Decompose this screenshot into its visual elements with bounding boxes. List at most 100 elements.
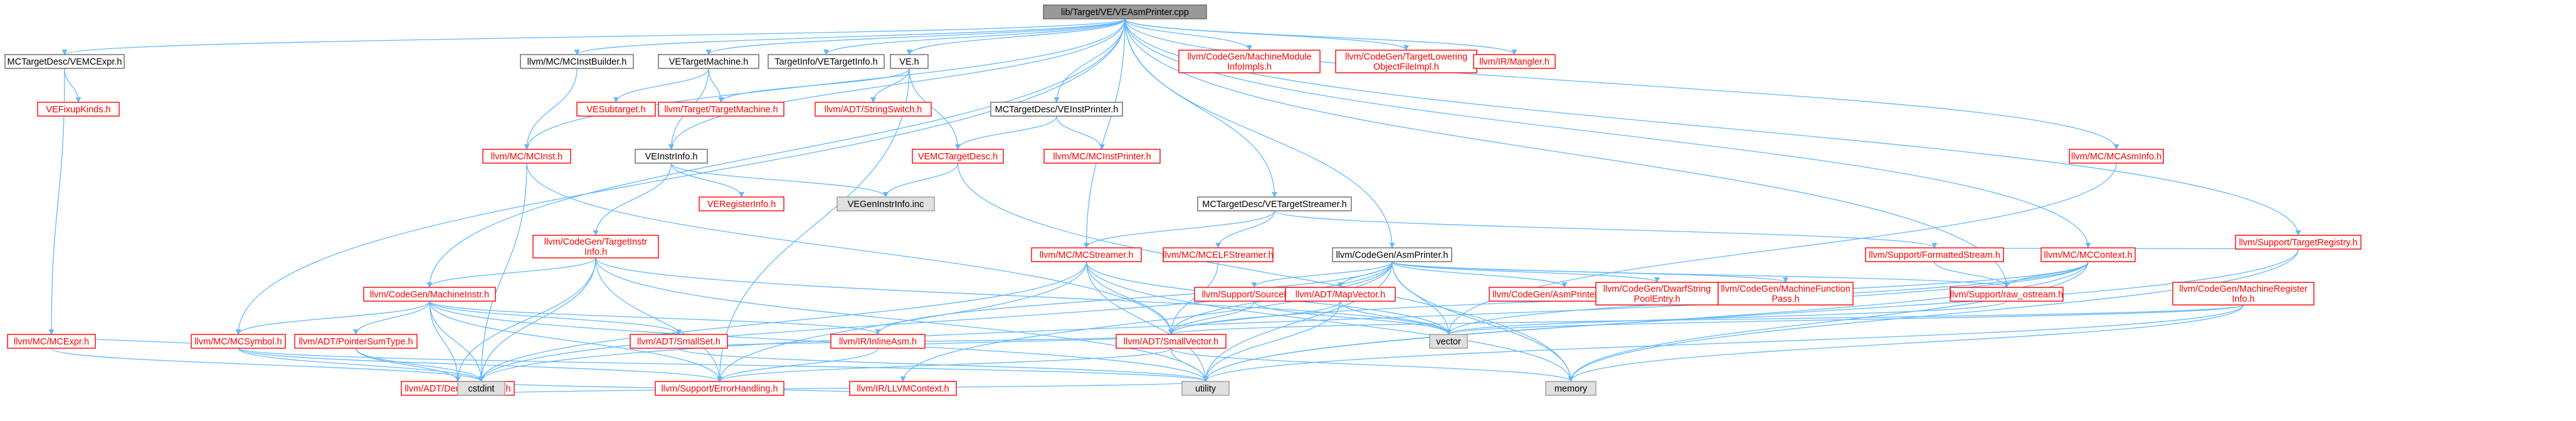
edge-asmprinter-to-dwarfstringpoolentry: [1391, 261, 1660, 283]
node-box: [655, 381, 784, 396]
node-label: llvm/CodeGen/TargetInstr: [544, 237, 648, 247]
node-label: llvm/CodeGen/MachineModule: [1187, 52, 1311, 62]
node-mapvector[interactable]: llvm/ADT/MapVector.h: [1285, 287, 1396, 302]
node-mcsymbol[interactable]: llvm/MC/MCSymbol.h: [191, 334, 286, 349]
edge-root-to-ve: [906, 18, 1126, 55]
edge-veinstrinfo-to-vegeninstrinfo: [670, 163, 889, 198]
node-box: [768, 54, 885, 69]
node-label: VEMCTargetDesc.h: [918, 152, 998, 162]
edge-targetregistry-to-memory: [1568, 248, 2299, 382]
node-asmprinter[interactable]: llvm/CodeGen/AsmPrinter.h: [1332, 247, 1452, 262]
node-vemctargetdesc[interactable]: VEMCTargetDesc.h: [912, 149, 1004, 164]
node-box: [1197, 196, 1352, 211]
node-mcinstprinter[interactable]: llvm/MC/MCInstPrinter.h: [1043, 149, 1161, 164]
node-box: [1116, 334, 1227, 349]
edge-smallvector-to-errorhandling: [717, 348, 1172, 382]
node-machineinstr[interactable]: llvm/CodeGen/MachineInstr.h: [363, 287, 496, 302]
node-label: cstdint: [468, 384, 495, 394]
edge-asmprinter-to-rawostream: [1391, 261, 2010, 288]
node-smallvector[interactable]: llvm/ADT/SmallVector.h: [1116, 334, 1227, 349]
node-stringswitch[interactable]: llvm/ADT/StringSwitch.h: [815, 102, 932, 117]
edge-machineinstr-to-cstdint: [429, 301, 485, 382]
edge-smallvector-to-memory: [1170, 348, 1574, 382]
node-mccontext[interactable]: llvm/MC/MCContext.h: [2040, 247, 2136, 262]
node-veregisterinfo[interactable]: VERegisterInfo.h: [699, 196, 784, 211]
edge-machineregisterinfo-to-utility: [1203, 304, 2244, 382]
edge-asmprinter-to-cstdint: [478, 261, 1393, 382]
node-box: [1473, 54, 1556, 69]
node-label: llvm/MC/MCInst.h: [491, 152, 562, 162]
node-targetmachine[interactable]: llvm/Target/TargetMachine.h: [658, 102, 784, 117]
node-targetregistry[interactable]: llvm/Support/TargetRegistry.h: [2235, 235, 2362, 250]
edge-root-to-asmprinter: [1124, 18, 1395, 248]
node-box: [1545, 381, 1597, 396]
edge-mcasminfo-to-vector: [1445, 163, 2117, 335]
node-vemcexpr[interactable]: MCTargetDesc/VEMCExpr.h: [4, 54, 125, 69]
node-mcexpr[interactable]: llvm/MC/MCExpr.h: [7, 334, 96, 349]
node-box: [837, 196, 935, 211]
node-label: llvm/ADT/StringSwitch.h: [825, 105, 922, 115]
node-inlineasm[interactable]: llvm/IR/InlineAsm.h: [830, 334, 926, 349]
node-vetargetinfo[interactable]: TargetInfo/VETargetInfo.h: [768, 54, 885, 69]
edge-asmprinter-to-llvmcontext: [900, 261, 1393, 382]
node-mcasminfo[interactable]: llvm/MC/MCAsmInfo.h: [2069, 149, 2164, 164]
node-label: Info.h: [584, 247, 607, 257]
node-box: [1178, 50, 1321, 73]
node-tloweringobjfile[interactable]: llvm/CodeGen/TargetLoweringObjectFileImp…: [1335, 50, 1477, 73]
node-llvmcontext[interactable]: llvm/IR/LLVMContext.h: [849, 381, 957, 396]
node-label: llvm/MC/MCSymbol.h: [194, 337, 282, 347]
node-box: [2069, 149, 2164, 164]
edge-mcinst-to-cstdint: [478, 163, 527, 382]
node-box: [699, 196, 784, 211]
node-vefixupkinds[interactable]: VEFixupKinds.h: [37, 102, 120, 117]
node-box: [2172, 282, 2315, 306]
node-mcinstbuilder[interactable]: llvm/MC/MCInstBuilder.h: [520, 54, 634, 69]
node-label: llvm/MC/MCAsmInfo.h: [2071, 152, 2162, 162]
node-pointersumtype[interactable]: llvm/ADT/PointerSumType.h: [294, 334, 418, 349]
edge-targetinstrinfo-to-vector: [595, 257, 1452, 335]
node-veinstprinter[interactable]: MCTargetDesc/VEInstPrinter.h: [990, 102, 1123, 117]
edge-targetregistry-to-utility: [1203, 248, 2299, 382]
node-box: [520, 54, 634, 69]
edge-veinstprinter-to-vemctargetdesc: [954, 115, 1057, 150]
node-mcstreamer[interactable]: llvm/MC/MCStreamer.h: [1031, 247, 1142, 262]
node-errorhandling[interactable]: llvm/Support/ErrorHandling.h: [655, 381, 784, 396]
edge-targetinstrinfo-to-densemapinfo: [455, 257, 596, 382]
node-label: llvm/IR/Mangler.h: [1479, 57, 1549, 67]
edge-targetinstrinfo-to-utility: [595, 257, 1208, 382]
node-label: llvm/Support/TargetRegistry.h: [2239, 238, 2357, 248]
edge-pointersumtype-to-densemapinfo: [355, 348, 461, 382]
node-rawostream[interactable]: llvm/Support/raw_ostream.h: [1950, 287, 2064, 302]
node-vetargetmachine[interactable]: VETargetMachine.h: [658, 54, 759, 69]
edge-ve-to-targetmachine: [718, 68, 910, 103]
node-label: VERegisterInfo.h: [707, 200, 776, 210]
node-smallset[interactable]: llvm/ADT/SmallSet.h: [630, 334, 728, 349]
node-label: VETargetMachine.h: [669, 57, 749, 67]
node-mcelfstreamer[interactable]: llvm/MC/MCELFStreamer.h: [1163, 247, 1274, 262]
node-label: llvm/ADT/SmallVector.h: [1124, 337, 1219, 347]
node-ve[interactable]: VE.h: [890, 54, 929, 69]
node-vetargetstreamer[interactable]: MCTargetDesc/VETargetStreamer.h: [1197, 196, 1352, 211]
node-label: lib/Target/VE/VEAsmPrinter.cpp: [1061, 8, 1189, 18]
node-mangler[interactable]: llvm/IR/Mangler.h: [1473, 54, 1556, 69]
node-vesubtarget[interactable]: VESubtarget.h: [576, 102, 656, 117]
node-box: [294, 334, 418, 349]
edge-mccontext-to-cstdint: [478, 261, 2089, 382]
node-formattedstream[interactable]: llvm/Support/FormattedStream.h: [1865, 247, 2004, 262]
node-veinstrinfo[interactable]: VEInstrInfo.h: [635, 149, 708, 164]
node-mcinst[interactable]: llvm/MC/MCInst.h: [482, 149, 571, 164]
node-box: [191, 334, 286, 349]
node-label: llvm/Support/FormattedStream.h: [1869, 250, 2000, 260]
node-box: [482, 149, 571, 164]
node-box: [576, 102, 656, 117]
node-label: llvm/CodeGen/MachineFunction: [1721, 284, 1850, 294]
edge-root-to-mcasminfo: [1124, 18, 2119, 150]
node-cstdint: cstdint: [457, 381, 505, 396]
node-sourcemgr[interactable]: llvm/Support/SourceMgr.h: [1194, 287, 1314, 302]
